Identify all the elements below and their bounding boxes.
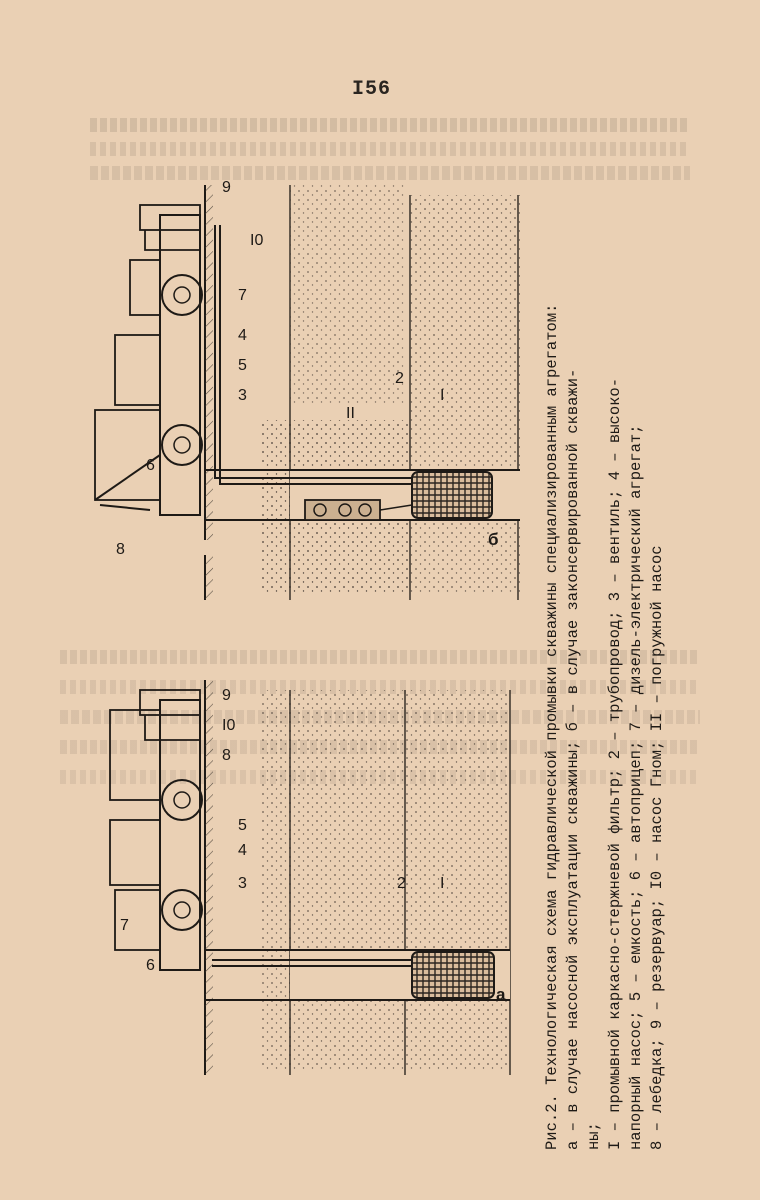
label-b-2: 2 xyxy=(395,370,404,387)
label-a-9: 9 xyxy=(222,687,231,704)
label-a-4: 4 xyxy=(238,842,247,859)
label-b-6: 6 xyxy=(146,457,155,474)
label-a-1: I xyxy=(440,875,444,892)
page-number: I56 xyxy=(352,78,392,101)
label-b-4: 4 xyxy=(238,327,247,344)
label-a-7: 7 xyxy=(120,917,129,934)
label-a-8: 8 xyxy=(222,747,231,764)
panel-b-label: б xyxy=(488,530,499,549)
label-b-10: I0 xyxy=(250,232,263,249)
panel-b-drawing xyxy=(94,185,520,600)
panel-a-drawing xyxy=(109,680,511,1075)
label-b-3: 3 xyxy=(238,387,247,404)
label-a-2: 2 xyxy=(397,875,406,892)
label-b-8: 8 xyxy=(116,541,125,558)
label-a-5: 5 xyxy=(238,817,247,834)
panel-a-label: а xyxy=(496,985,506,1004)
label-b-7: 7 xyxy=(238,287,247,304)
label-b-11: II xyxy=(346,405,355,422)
label-a-3: 3 xyxy=(238,875,247,892)
label-b-5: 5 xyxy=(238,357,247,374)
label-a-10: I0 xyxy=(222,717,235,734)
label-b-9: 9 xyxy=(222,179,231,196)
label-a-6: 6 xyxy=(146,957,155,974)
label-b-1: I xyxy=(440,387,444,404)
